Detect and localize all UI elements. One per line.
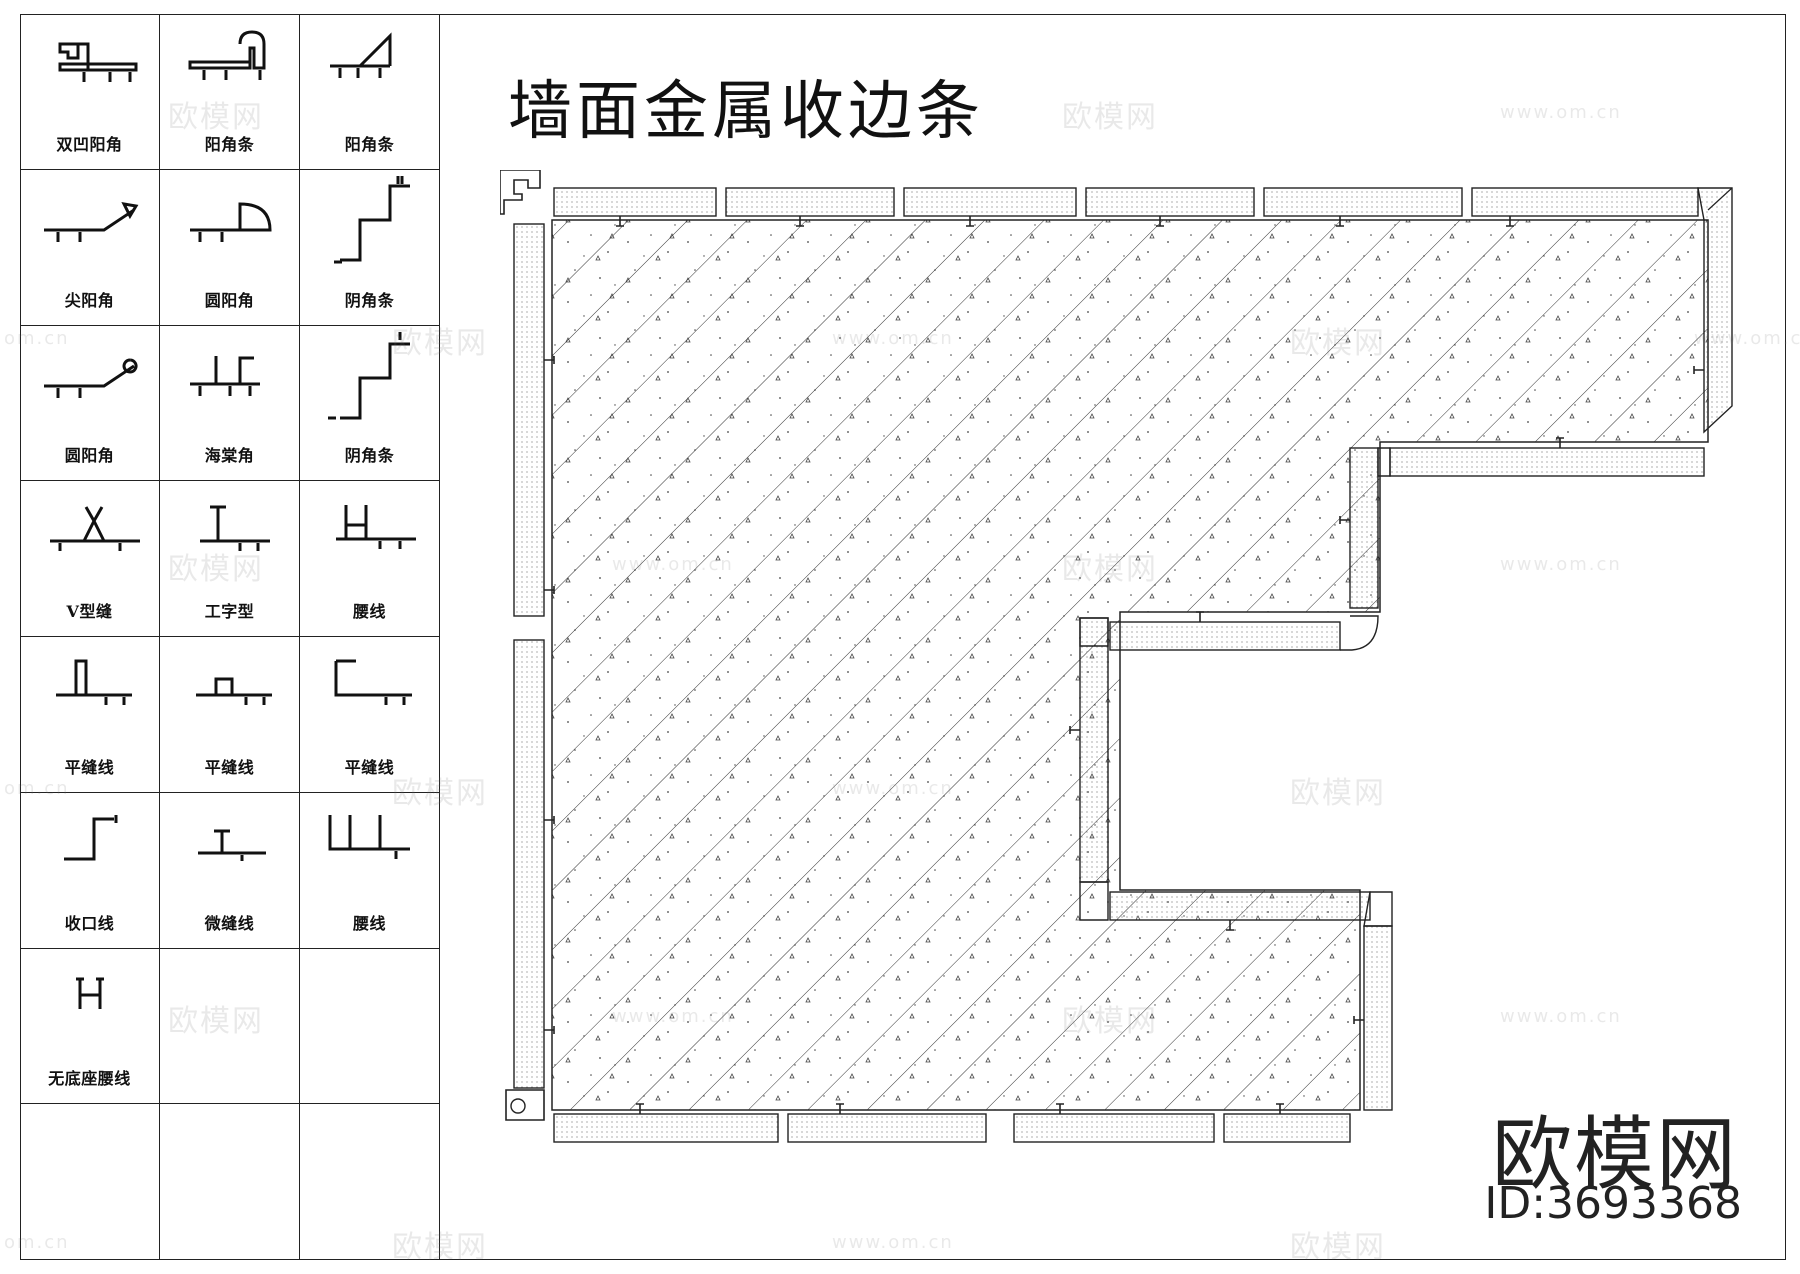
inner-corner-strip-icon [334,175,410,264]
profile-label: 收口线 [64,913,115,933]
round-outer-corner-icon [44,358,138,398]
flat-joint-wide-icon [334,659,412,705]
watermark-url: www.om.cn [1500,1006,1622,1027]
profile-label: 腰线 [352,913,386,933]
profile-cell: 圆阳角 [160,169,300,326]
watermark-text: 欧模网 [1290,1230,1386,1265]
wall-trim-plan-view [500,170,1733,1143]
profile-label: 无底座腰线 [48,1069,131,1089]
watermark-url: www.om.cn [612,554,734,575]
watermark-url: www.om.cn [612,1006,734,1027]
v-joint-icon [50,506,140,552]
profile-cell: 工字型 [160,481,300,637]
profile-label: 海棠角 [204,446,255,466]
profile-label: 平缝线 [204,757,255,777]
flat-joint-tall-icon [56,659,132,705]
profile-label: 阴角条 [344,446,395,466]
profile-label: 微缝线 [204,913,255,933]
profile-cell: 阳角条 [300,14,440,170]
outer-corner-trim [1697,187,1733,434]
inner-corner-strip-stepped-icon [328,331,410,419]
outer-corner-strip-icon [188,30,266,80]
profile-label: 阳角条 [204,134,255,154]
profile-cell: 阳角条 [160,14,300,170]
profile-cell: 圆阳角 [20,325,160,482]
profile-label: 尖阳角 [64,290,115,310]
waist-line-channel-icon [328,814,410,859]
profile-cell [160,948,300,1105]
profile-cell: 阴角条 [300,169,440,326]
bottom-cladding-panels [553,1113,1351,1143]
drawing-frame [20,14,1786,1260]
watermark-text: 欧模网 [168,552,264,587]
brand-logo-text: 欧模网 [1492,1108,1738,1201]
profile-cell: 平缝线 [160,637,300,793]
profile-label: 圆阳角 [204,290,255,310]
watermark-text: 欧模网 [1062,552,1158,587]
micro-joint-icon [198,829,266,861]
profile-cell: V型缝 [20,481,160,637]
profile-cell: 微缝线 [160,792,300,949]
watermark-text: 欧模网 [1062,100,1158,135]
watermark-url: om.cn [4,328,70,349]
watermark-url: www.om.cn [1500,554,1622,575]
watermark-text: 欧模网 [168,1004,264,1039]
profile-label: 阴角条 [344,290,395,310]
profile-label: 双凹阳角 [56,134,123,154]
watermark-url: om.cn [4,1232,70,1253]
top-left-profile [500,170,541,215]
watermark-url: om.cn [4,778,70,799]
profile-cell: 平缝线 [300,637,440,793]
begonia-corner-icon [190,355,260,396]
profile-label: 工字型 [204,602,255,621]
profile-cell: 平缝线 [20,637,160,793]
double-recess-outer-corner-icon [58,42,138,82]
profile-label: 阳角条 [344,134,395,154]
profile-cell: 海棠角 [160,325,300,482]
outer-corner-strip-angled-icon [330,32,392,78]
profile-label: 腰线 [352,602,386,621]
profile-cell: 收口线 [20,792,160,949]
top-cladding-panels [553,187,1699,217]
profile-cell [300,948,440,1105]
watermark-text: 欧模网 [392,776,488,811]
watermark-text: 欧模网 [392,1230,488,1265]
left-cladding-panels [513,223,545,1089]
profile-cell: 阴角条 [300,325,440,482]
watermark-text: 欧模网 [168,100,264,135]
watermark-url: www.om.cn [832,1232,954,1253]
profile-cell [160,1104,300,1260]
drawing-title: 墙面金属收边条 [508,75,984,149]
profile-cell: 无底座腰线 [20,948,160,1105]
profile-cell: 双凹阳角 [20,14,160,170]
watermark-url: www.om.cn [832,328,954,349]
rounded-outer-corner-icon [190,202,272,242]
i-shape-profile-icon [200,505,270,552]
watermark-url: www.om.cn [1500,102,1622,123]
model-id: ID:3693368 [1484,1178,1742,1229]
profile-cell: 腰线 [300,792,440,949]
watermark-text: 欧模网 [1290,776,1386,811]
watermark-url: www.om.cn [1694,328,1800,349]
watermark-text: 欧模网 [1062,1004,1158,1039]
profile-label: V型缝 [66,602,113,621]
profile-cell [300,1104,440,1260]
pointed-outer-corner-icon [44,201,139,242]
baseless-waist-line-icon [76,977,104,1009]
waist-line-icon [336,505,416,550]
profile-cell [20,1104,160,1260]
watermark-url: www.om.cn [832,778,954,799]
flat-joint-short-icon [196,677,272,705]
profile-label: 平缝线 [344,757,395,777]
profile-cell: 尖阳角 [20,169,160,326]
profile-cell: 腰线 [300,481,440,637]
profile-label: 圆阳角 [64,446,115,466]
edge-closure-icon [64,814,118,861]
profile-label: 平缝线 [64,757,115,777]
watermark-text: 欧模网 [1290,326,1386,361]
watermark-text: 欧模网 [392,326,488,361]
